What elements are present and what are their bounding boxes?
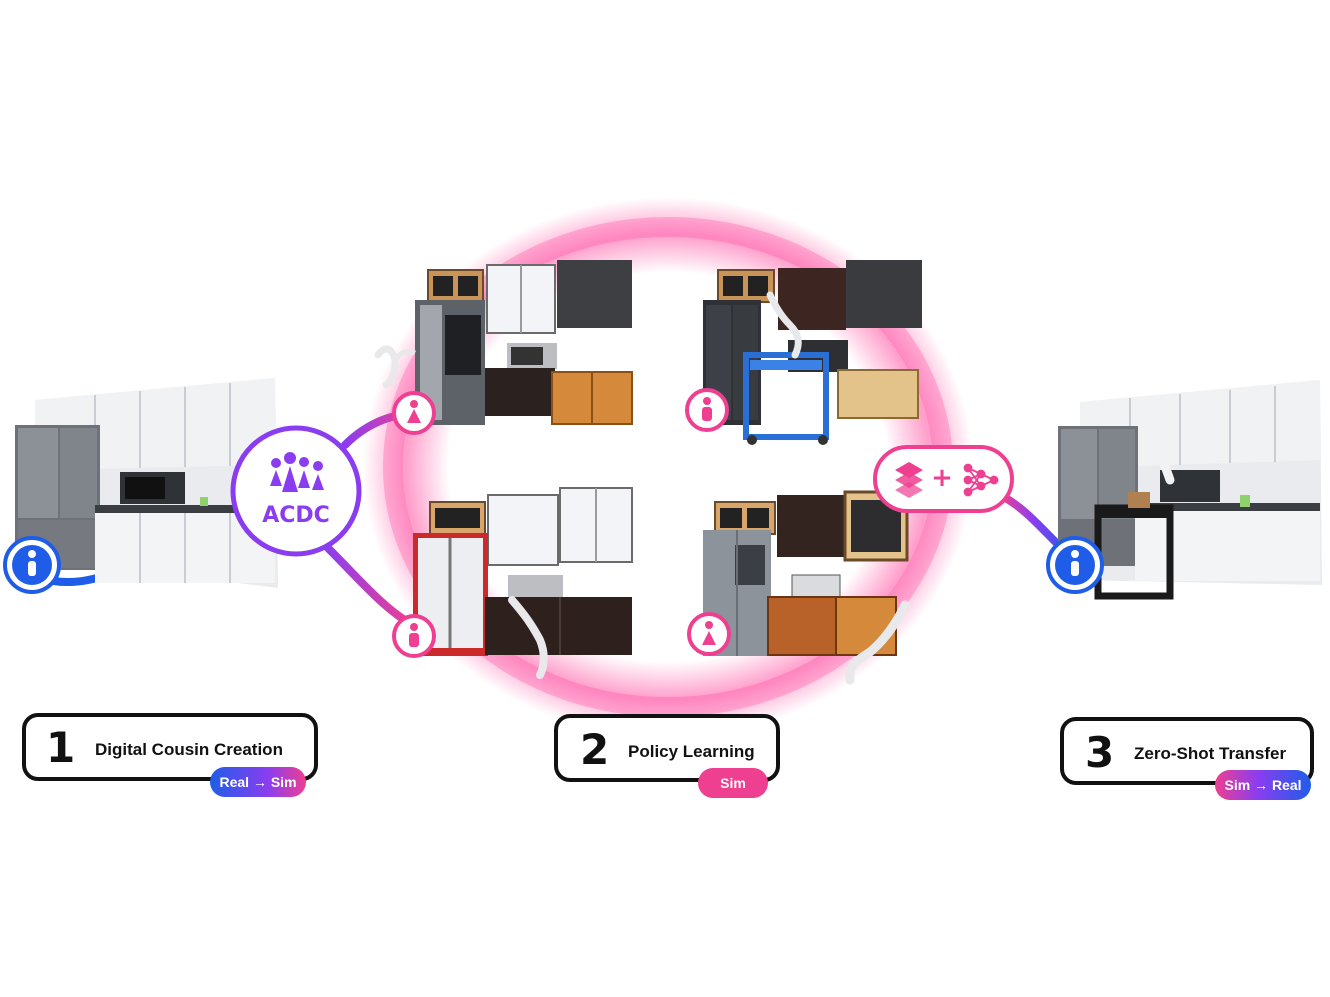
info-icon bbox=[3, 536, 61, 594]
person-icon bbox=[392, 391, 436, 435]
step-2-badge: Sim bbox=[698, 768, 768, 798]
step-1-box bbox=[22, 713, 318, 781]
info-icon bbox=[1046, 536, 1104, 594]
plus-sign: + bbox=[931, 463, 953, 493]
step-3-badge: Sim → Real bbox=[1215, 770, 1311, 800]
step-2-title: Policy Learning bbox=[628, 742, 755, 761]
sim-scene-bottom-left bbox=[413, 487, 633, 679]
step-3-title: Zero-Shot Transfer bbox=[1134, 744, 1287, 763]
person-icon bbox=[687, 612, 731, 656]
people-group-icon bbox=[270, 452, 324, 492]
person-icon bbox=[392, 614, 436, 658]
step-3-number: 3 bbox=[1085, 728, 1115, 777]
step-1-title: Digital Cousin Creation bbox=[95, 740, 283, 759]
real-kitchen-image bbox=[15, 378, 278, 588]
step-1-badge: Real → Sim bbox=[210, 767, 306, 797]
neural-network-icon bbox=[963, 463, 999, 497]
layers-stack-icon bbox=[895, 462, 923, 498]
real-robot-kitchen-image bbox=[1058, 380, 1322, 600]
acdc-label: ACDC bbox=[262, 503, 330, 528]
person-icon bbox=[685, 388, 729, 432]
sim-scene-bottom-right bbox=[703, 490, 910, 685]
step-2-number: 2 bbox=[580, 725, 610, 774]
sim-scene-top-left bbox=[374, 260, 633, 425]
step-1-number: 1 bbox=[46, 723, 76, 772]
